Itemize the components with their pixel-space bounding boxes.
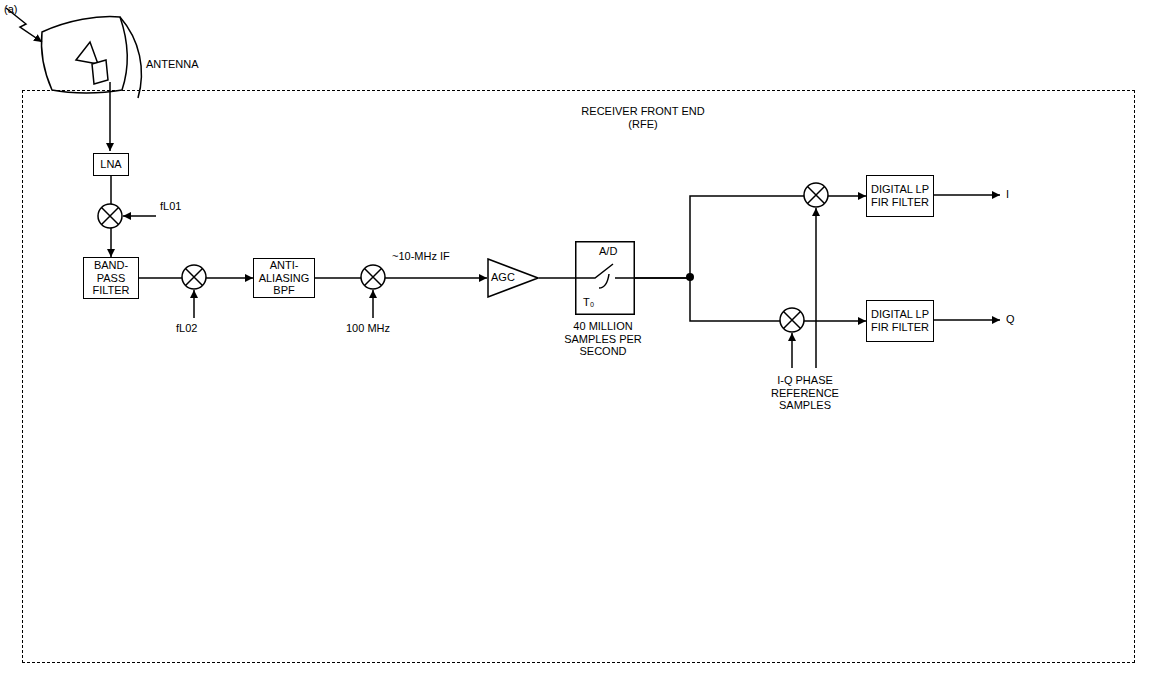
signal-connector <box>539 277 575 279</box>
node-label: BAND-PASS FILTER <box>87 259 135 297</box>
signal-connector <box>315 277 487 279</box>
annotation-label: fL02 <box>176 322 226 335</box>
process-box: LNA <box>93 153 129 176</box>
amplifier-triangle: AGC <box>487 258 539 298</box>
signal-connector <box>635 278 866 321</box>
receiver-front-end-region: RECEIVER FRONT END (RFE) LNA BAND-PASS FIL… <box>22 90 1135 663</box>
mixer-symbol <box>361 265 385 289</box>
mixer-symbol <box>780 308 804 332</box>
annotation-label: fL01 <box>160 200 210 213</box>
process-box: BAND-PASS FILTER <box>83 257 139 299</box>
annotation-label: (a) <box>4 3 34 16</box>
mixer-symbols <box>98 183 828 332</box>
annotation-label: I <box>1006 188 1026 201</box>
triangle-path <box>488 259 538 297</box>
annotation-label: ANTENNA <box>146 58 226 71</box>
antenna-drawing <box>6 8 141 151</box>
signal-wires <box>123 195 1000 368</box>
mixer-symbol <box>98 204 122 228</box>
junction-dot <box>686 273 694 281</box>
node-label: ANTI-ALIASING BPF <box>257 259 311 297</box>
annotation-label: I-Q PHASE REFERENCE SAMPLES <box>762 374 848 412</box>
node-sublabel: T₀ <box>583 296 613 309</box>
edge-label: ~10-MHz IF <box>392 250 450 263</box>
node-label: DIGITAL LP FIR FILTER <box>870 183 930 208</box>
mixer-symbol <box>182 265 206 289</box>
box-outline <box>576 242 635 315</box>
converter-box: A/D T₀ <box>575 241 635 315</box>
node-label: RECEIVER FRONT END (RFE) <box>568 105 718 131</box>
process-box: DIGITAL LP FIR FILTER <box>866 175 934 217</box>
switch-blade <box>575 264 635 288</box>
node-label: LNA <box>100 158 121 171</box>
annotation-label: 40 MILLION SAMPLES PER SECOND <box>560 320 646 358</box>
annotation-label: 100 MHz <box>346 322 406 335</box>
process-box: ANTI-ALIASING BPF <box>253 258 315 298</box>
node-label: AGC <box>491 271 531 284</box>
node-label: DIGITAL LP FIR FILTER <box>870 308 930 333</box>
process-box: DIGITAL LP FIR FILTER <box>866 300 934 342</box>
annotation-label: Q <box>1006 313 1026 326</box>
node-label: A/D <box>599 245 631 258</box>
mixer-symbol <box>804 183 828 207</box>
signal-connector <box>635 196 866 278</box>
